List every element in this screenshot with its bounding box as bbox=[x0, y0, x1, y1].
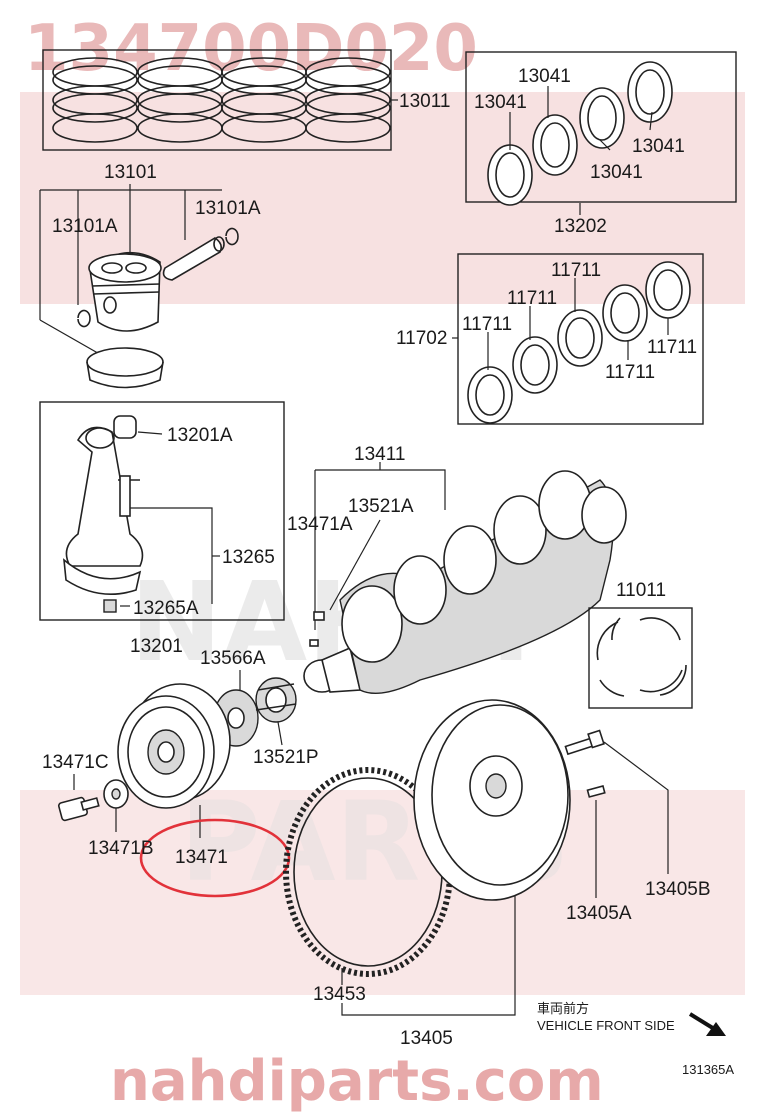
label-13202: 13202 bbox=[554, 216, 607, 237]
label-11711-right: 11711 bbox=[647, 337, 697, 358]
label-13411: 13411 bbox=[354, 444, 405, 465]
label-13521p: 13521P bbox=[253, 747, 319, 768]
snap-ring-right-icon bbox=[225, 227, 239, 246]
connecting-rod-icon bbox=[63, 415, 144, 613]
direction-note-jp: 車両前方 bbox=[537, 1001, 589, 1016]
direction-note-en: VEHICLE FRONT SIDE bbox=[537, 1018, 675, 1033]
crank-gear-icon bbox=[255, 677, 297, 723]
watermark-part-number: 134700D020 bbox=[24, 12, 478, 86]
label-11711-top: 11711 bbox=[551, 260, 601, 281]
thrust-washers-icon bbox=[596, 617, 687, 697]
label-11011: 11011 bbox=[616, 580, 666, 601]
dowel-pin-icon bbox=[586, 785, 606, 798]
piston-icon bbox=[88, 251, 162, 332]
snap-ring-left-icon bbox=[77, 309, 91, 328]
label-13453: 13453 bbox=[313, 984, 366, 1005]
pulley-washer-icon bbox=[103, 779, 129, 809]
label-11711-lower: 11711 bbox=[605, 362, 655, 383]
label-13101a-left: 13101A bbox=[52, 216, 118, 237]
label-13521a: 13521A bbox=[348, 496, 414, 517]
watermark-site: nahdiparts.com bbox=[110, 1049, 604, 1112]
label-13265a: 13265A bbox=[133, 598, 199, 619]
crankshaft-icon bbox=[303, 470, 627, 695]
crank-pulley-icon bbox=[117, 683, 231, 809]
piston-pin-icon bbox=[162, 236, 225, 281]
label-13041-lower: 13041 bbox=[590, 162, 643, 183]
label-13041-right: 13041 bbox=[632, 136, 685, 157]
piston-ring-set-icon bbox=[52, 57, 391, 143]
vehicle-front-arrow-icon bbox=[688, 1012, 726, 1036]
flywheel-icon bbox=[413, 699, 571, 901]
label-13041-top: 13041 bbox=[518, 66, 571, 87]
piston-skirt-icon bbox=[86, 347, 164, 389]
label-13041-left: 13041 bbox=[474, 92, 527, 113]
label-13405: 13405 bbox=[400, 1028, 453, 1049]
label-13011: 13011 bbox=[399, 91, 450, 112]
box-11011 bbox=[588, 607, 693, 709]
label-11711-mid: 11711 bbox=[507, 288, 557, 309]
highlight-circle-13471 bbox=[139, 818, 291, 898]
label-13101: 13101 bbox=[104, 162, 157, 183]
label-13566a: 13566A bbox=[200, 648, 266, 669]
label-13471c: 13471C bbox=[42, 752, 109, 773]
main-bearing-shells-icon bbox=[467, 261, 691, 424]
label-13101a-right: 13101A bbox=[195, 198, 261, 219]
label-13265: 13265 bbox=[222, 547, 275, 568]
crank-bearing-shells-icon bbox=[487, 61, 673, 206]
label-13201a: 13201A bbox=[167, 425, 233, 446]
label-11702: 11702 bbox=[396, 328, 447, 349]
watermark-band-bottom bbox=[20, 790, 745, 995]
flywheel-bolt-icon bbox=[564, 729, 605, 756]
box-13201 bbox=[39, 401, 285, 621]
label-13201: 13201 bbox=[130, 636, 183, 657]
label-13405b: 13405B bbox=[645, 879, 711, 900]
label-13405a: 13405A bbox=[566, 903, 632, 924]
box-11702 bbox=[457, 253, 704, 425]
label-13471b: 13471B bbox=[88, 838, 154, 859]
label-13471-highlighted[interactable]: 13471 bbox=[175, 847, 228, 868]
figure-code: 131365A bbox=[682, 1062, 734, 1077]
label-11711-left: 11711 bbox=[462, 314, 512, 335]
label-13471a: 13471A bbox=[287, 514, 353, 535]
pulley-bolt-icon bbox=[57, 796, 100, 822]
box-13202 bbox=[465, 51, 737, 203]
